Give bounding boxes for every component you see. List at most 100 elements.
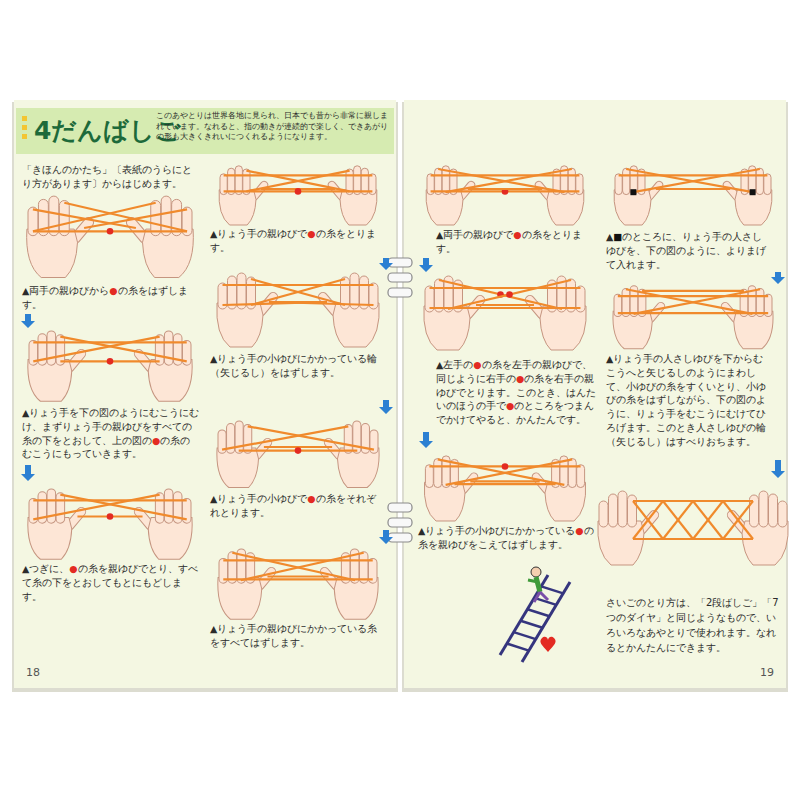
step-caption: ▲りょう手の人さしゆびを下からむこうへと矢じるしのようにまわして、小ゆびの糸をす… (606, 352, 772, 448)
red-dot (107, 228, 114, 235)
hand (217, 421, 273, 488)
page-number: 19 (760, 666, 790, 679)
step-arrow (379, 400, 393, 414)
step-caption: ▲りょう手の小ゆびで●の糸をそれぞれとります。 (210, 492, 378, 520)
string (438, 169, 564, 192)
string (446, 459, 573, 485)
binding-ring (388, 258, 412, 267)
string (693, 501, 723, 539)
string (223, 284, 374, 286)
string (33, 341, 186, 343)
closing-note: さいごのとり方は、「2段ばしご」「7つのダイヤ」と同じようなもので、いろいろなあ… (606, 595, 784, 655)
step-arrow (771, 272, 785, 284)
string (222, 426, 348, 449)
step-caption: ▲りょう手を下の図のようにむこうにむけ、まずりょう手の親ゆびをすべての糸の下をと… (22, 406, 200, 461)
string (633, 501, 663, 539)
string (656, 188, 730, 190)
square-mark (750, 189, 756, 195)
square-mark (630, 189, 636, 195)
red-dot (506, 291, 513, 298)
string (693, 501, 723, 539)
string (723, 501, 753, 539)
step-arrow (379, 258, 393, 270)
start-note: 「きほんのかたち」〔表紙のうらにとり方があります〕からはじめます。 (22, 163, 200, 191)
binding-ring (388, 273, 412, 282)
string (241, 553, 364, 581)
red-dot (295, 188, 302, 195)
step-arrow (21, 314, 35, 328)
string (633, 501, 663, 539)
string (223, 578, 372, 580)
string (438, 459, 565, 485)
string (33, 499, 186, 501)
string (267, 575, 328, 577)
binding-ring (388, 288, 412, 297)
string (618, 295, 768, 297)
string (248, 426, 374, 449)
string (223, 559, 372, 561)
left-page (14, 100, 396, 688)
string (454, 483, 555, 485)
red-dot (502, 463, 509, 470)
step-caption: ▲りょう手の親ゆびにかかっている糸をすべてはずします。 (210, 622, 378, 650)
red-dot (107, 358, 114, 365)
intro-text: このあやとりは世界各地に見られ、日本でも昔から非常に親しまれています。なれると、… (156, 111, 392, 143)
banner-dot (22, 134, 27, 139)
red-dot (295, 447, 302, 454)
string (439, 280, 562, 309)
hand-illustrations (27, 166, 789, 619)
string (633, 169, 759, 192)
step-arrow (771, 460, 785, 478)
string (626, 169, 752, 192)
string (251, 279, 345, 305)
string (626, 289, 753, 314)
string (476, 304, 534, 306)
binding-ring (388, 503, 412, 512)
step-arrow (419, 258, 433, 272)
step-caption: ▲りょう手の小ゆびにかかっている輪（矢じるし）をはずします。 (210, 352, 378, 380)
string (430, 287, 581, 289)
string (60, 337, 186, 362)
step-caption: ▲■のところに、りょう手の人さしゆびを、下の図のように、よりまげて入れます。 (606, 230, 772, 271)
step-caption: ▲りょう手の小ゆびにかかっている●の糸を親ゆびをこえてはずします。 (418, 524, 596, 552)
step-caption: ▲つぎに、●の糸を親ゆびでとり、すべて糸の下をとおしてもとにもどします。 (22, 562, 200, 603)
page-number: 18 (26, 666, 56, 679)
string (448, 280, 571, 309)
string (634, 289, 761, 314)
string (33, 495, 159, 520)
step-caption: ▲左手の●の糸を左手の親ゆびで、同じように右手の●の糸を右手の親ゆびでとります。… (436, 358, 596, 427)
step-arrow (379, 530, 393, 544)
string (232, 553, 355, 581)
string (251, 279, 345, 305)
ladder-picture (500, 567, 570, 662)
hand (323, 421, 379, 488)
string (33, 337, 159, 362)
red-dot (107, 513, 114, 520)
string (224, 174, 373, 176)
banner-dot (22, 125, 27, 130)
step-caption: ▲りょう手の親ゆびで●の糸をとります。 (210, 227, 378, 255)
string (223, 302, 328, 305)
string (64, 203, 187, 232)
string (445, 169, 571, 192)
string (642, 290, 744, 292)
string (470, 480, 539, 482)
step-arrow (419, 432, 433, 448)
step-caption: ▲両手の親ゆびで●の糸をとります。 (436, 228, 596, 256)
string (430, 307, 581, 309)
banner-dot (22, 116, 27, 121)
step-arrow (21, 465, 35, 481)
string (60, 495, 186, 520)
string (663, 501, 693, 539)
string (619, 174, 768, 176)
string (663, 501, 693, 539)
right-page (404, 100, 786, 688)
string (468, 188, 542, 190)
binding-ring (388, 518, 412, 527)
title-band (16, 108, 394, 154)
string (723, 501, 753, 539)
string (33, 203, 156, 232)
string (431, 174, 580, 176)
string (618, 312, 768, 314)
step-caption: ▲両手の親ゆびから●の糸をはずします。 (22, 284, 200, 312)
